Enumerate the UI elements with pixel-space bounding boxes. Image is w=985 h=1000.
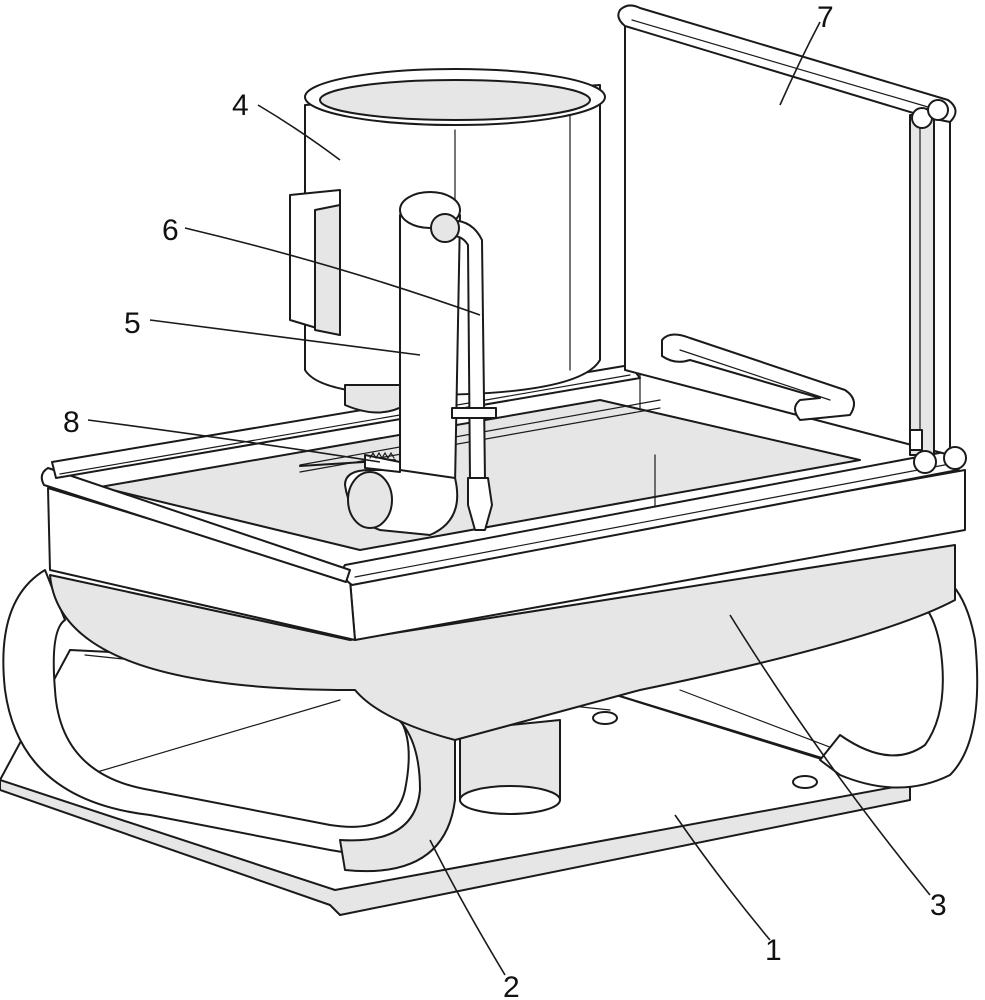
leader-7 (779, 21, 821, 106)
leader-5 (149, 319, 421, 356)
spray-pipe (430, 213, 497, 531)
callout-7: 7 (817, 1, 834, 34)
vertical-pipe (344, 191, 461, 536)
leader-1 (674, 814, 771, 941)
callout-8: 8 (63, 406, 80, 439)
leader-3 (729, 614, 931, 896)
rack-gear (299, 451, 401, 473)
callout-2: 2 (503, 971, 520, 1000)
lid-panel (617, 4, 967, 474)
callout-5: 5 (124, 307, 141, 340)
leader-2 (429, 839, 506, 976)
callout-4: 4 (232, 89, 249, 122)
runner-bracket-right (819, 567, 979, 789)
callout-3: 3 (930, 889, 947, 922)
callout-6: 6 (162, 214, 179, 247)
leader-lines (87, 21, 931, 976)
callout-1: 1 (765, 934, 782, 967)
leader-4 (257, 104, 341, 161)
leader-6 (184, 227, 481, 316)
callout-labels: 1 2 3 4 5 6 7 8 (63, 1, 947, 1000)
leader-8 (87, 419, 381, 463)
